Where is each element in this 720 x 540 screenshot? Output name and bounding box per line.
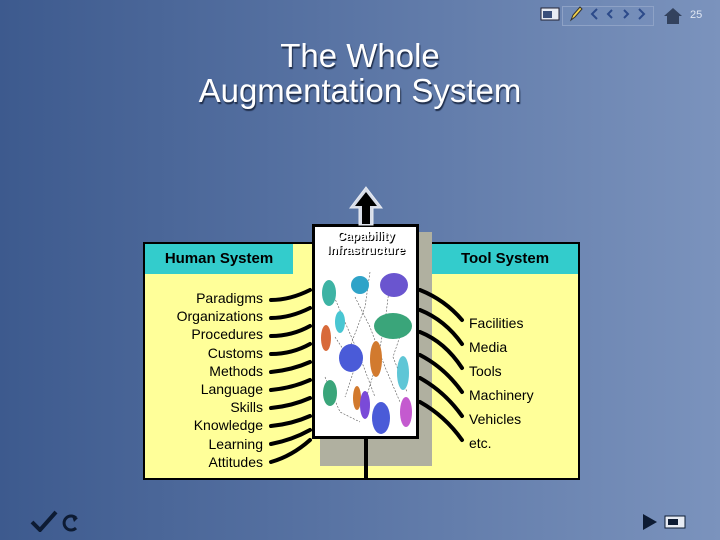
last-slide-icon[interactable] <box>637 7 647 25</box>
capability-label-line-1: Capability <box>337 229 395 243</box>
capability-infrastructure-label: Capability Infrastructure <box>313 229 419 257</box>
next-slide-icon[interactable] <box>621 7 631 25</box>
pencil-icon[interactable] <box>569 5 583 27</box>
human-system-list: Paradigms Organizations Procedures Custo… <box>150 289 263 471</box>
slide-title: The Whole Augmentation System <box>0 38 720 108</box>
list-item: Vehicles <box>469 411 522 427</box>
presentation-icon[interactable] <box>540 6 560 27</box>
capability-stem <box>364 439 368 479</box>
bottom-left-controls <box>30 510 82 533</box>
list-item: Machinery <box>469 387 534 403</box>
previous-slide-icon[interactable] <box>605 7 615 25</box>
up-arrow-icon <box>348 186 384 226</box>
first-slide-icon[interactable] <box>589 7 599 25</box>
check-icon[interactable] <box>30 510 58 537</box>
bottom-right-controls <box>640 512 688 532</box>
page-number: 25 <box>690 9 703 21</box>
list-item: Media <box>469 339 508 355</box>
capability-network-graphic <box>321 271 412 434</box>
list-item: Methods <box>209 362 263 379</box>
list-item: Tools <box>469 363 502 379</box>
list-item: Paradigms <box>196 290 263 306</box>
list-item: etc. <box>469 435 492 451</box>
list-item: Skills <box>230 399 263 416</box>
home-icon[interactable] <box>662 6 684 26</box>
title-line-1: The Whole <box>280 37 440 74</box>
list-item: Procedures <box>191 326 263 343</box>
navigation-toolbar <box>540 5 654 27</box>
list-item: Language <box>200 381 263 398</box>
human-system-header: Human System <box>145 244 293 274</box>
list-item: Facilities <box>469 315 524 331</box>
list-item: Organizations <box>176 308 263 325</box>
return-icon[interactable] <box>60 514 80 537</box>
list-item: Attitudes <box>208 453 263 470</box>
tool-system-header: Tool System <box>432 244 578 274</box>
list-item: Customs <box>207 344 263 361</box>
next-arrow-icon[interactable] <box>640 512 660 537</box>
list-item: Knowledge <box>193 417 263 434</box>
title-line-2: Augmentation System <box>198 72 522 109</box>
capability-label-line-2: Infrastructure <box>326 243 406 257</box>
tool-system-list: Facilities Media Tools Machinery Vehicle… <box>469 311 534 455</box>
list-item: Learning <box>208 435 264 452</box>
screen-icon[interactable] <box>664 515 686 534</box>
slide-nav-group <box>562 5 654 27</box>
